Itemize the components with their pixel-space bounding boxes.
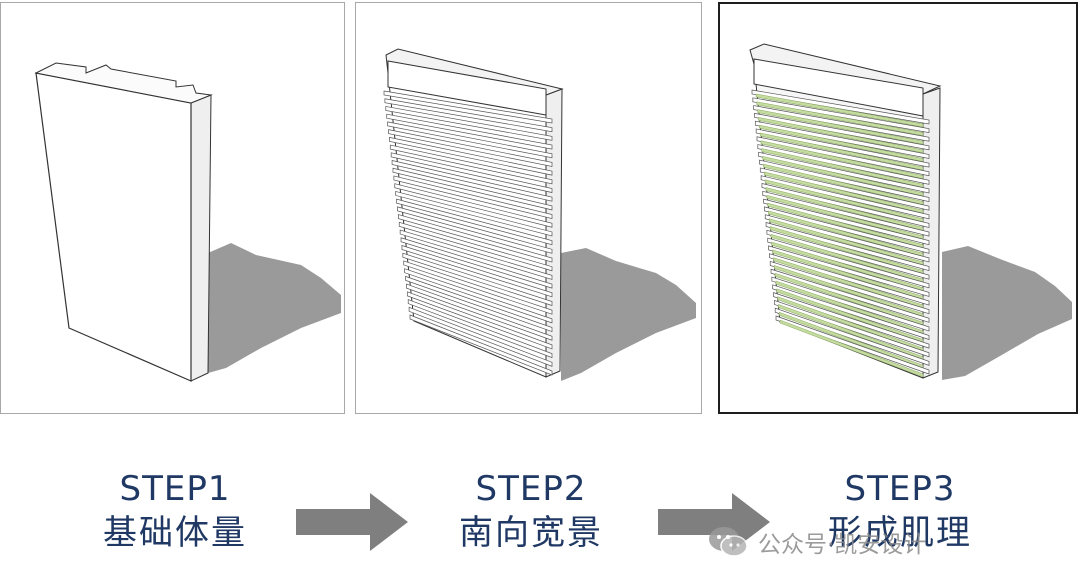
building-shadow (561, 248, 696, 381)
louver-slab (775, 315, 930, 375)
louver-slab (406, 291, 553, 350)
louver-slab (397, 214, 553, 263)
watermark-text: 公众号·凯安设计 (758, 532, 927, 558)
louver-slab (756, 136, 930, 177)
louver-slab (390, 152, 553, 193)
step1-massing-drawing (34, 62, 341, 382)
louver-slab (755, 128, 930, 168)
louver-slab (401, 245, 553, 298)
green-planter-strip (759, 132, 924, 171)
right-arrow-icon (296, 493, 408, 551)
louver-slab (764, 206, 930, 254)
louver-slab (404, 268, 553, 324)
louver-slab (398, 221, 553, 272)
green-planter-strip (779, 319, 924, 378)
louver-slab (407, 299, 553, 359)
step1-label: STEP1 基础体量 (55, 472, 295, 550)
louver-slab (759, 167, 930, 211)
step3-massing-drawing (749, 43, 1072, 380)
green-planter-strip (755, 93, 924, 128)
louver-slab (757, 144, 930, 185)
louver-slab (759, 159, 930, 203)
green-planter-strip (756, 101, 924, 136)
step3-title: STEP3 (844, 469, 956, 509)
louver-slab (391, 160, 553, 202)
building-top-band (387, 60, 547, 116)
right-arrow-icon (658, 493, 770, 551)
building-shadow (208, 243, 341, 373)
step3-massing-panel (718, 2, 1078, 414)
louver-slab (385, 106, 553, 141)
green-planter-strip (759, 124, 924, 162)
louver-slab (751, 89, 930, 125)
louver-slab (752, 97, 930, 134)
louver-slab (770, 268, 930, 323)
louver-slab (761, 183, 930, 228)
louver-slab (399, 229, 553, 280)
louver-slab (389, 136, 553, 176)
louver-slab (397, 206, 553, 254)
step3-subtitle: 形成肌理 (828, 513, 972, 553)
building-top-band (753, 58, 924, 117)
louver-slab (383, 90, 553, 124)
louver-slab (384, 98, 553, 133)
louver-slab (760, 175, 930, 220)
step2-title: STEP2 (475, 469, 587, 509)
louver-slab (393, 175, 553, 220)
louver-slab (403, 260, 553, 315)
louver-slab (763, 198, 930, 246)
louver-slab (768, 245, 930, 297)
louver-slab (769, 253, 930, 306)
building-shadow (942, 246, 1072, 380)
louver-slab (753, 105, 930, 142)
louver-slab (400, 237, 553, 289)
louver-slab (754, 112, 930, 151)
louver-slab (389, 144, 553, 185)
step2-massing-panel (355, 2, 702, 414)
louver-slab (406, 283, 553, 341)
building-front-face (35, 72, 192, 382)
building-side-face (190, 94, 212, 382)
louver-slab (388, 129, 553, 167)
louver-slab (769, 260, 930, 315)
louver-slab (409, 314, 553, 376)
louver-slab (766, 229, 930, 280)
step1-subtitle: 基础体量 (103, 513, 247, 553)
louver-slab (396, 198, 553, 246)
louver-slab (771, 276, 930, 332)
green-planter-strip (760, 140, 924, 180)
green-planter-strip (757, 109, 924, 145)
louver-slab (387, 121, 553, 159)
louver-slab (774, 307, 930, 366)
watermark: 公众号·凯安设计 (706, 522, 926, 562)
louver-slab (754, 120, 930, 159)
louver-slab (405, 275, 553, 333)
step1-massing-panel (0, 2, 345, 414)
step2-subtitle: 南向宽景 (459, 513, 603, 553)
louver-slab (772, 284, 930, 340)
step2-massing-drawing (383, 48, 696, 381)
building-top-cap (749, 43, 942, 95)
louver-slab (764, 214, 930, 263)
green-louver-group (751, 89, 930, 378)
building-roof (34, 62, 213, 104)
louver-slab (394, 183, 553, 228)
louver-slab (408, 306, 553, 367)
louver-slab (395, 190, 553, 237)
step3-label: STEP3 形成肌理 (780, 472, 1020, 550)
green-planter-strip (758, 117, 924, 154)
wechat-icon (709, 527, 748, 557)
louver-slab (773, 292, 930, 349)
louver-slab (386, 113, 553, 150)
louver-slab (758, 151, 930, 194)
louver-slab (762, 190, 930, 237)
louver-slab (392, 167, 553, 211)
louver-group (383, 90, 553, 376)
louver-slab (765, 222, 930, 272)
louver-slab (402, 252, 553, 306)
louver-slab (767, 237, 930, 289)
louver-slab (773, 299, 930, 358)
step2-label: STEP2 南向宽景 (411, 472, 651, 550)
step1-title: STEP1 (119, 469, 231, 509)
